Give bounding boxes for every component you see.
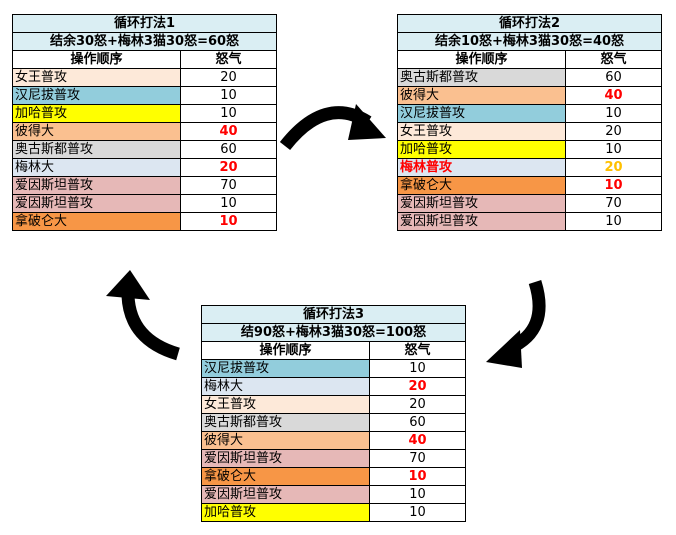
action-name: 梅林大 bbox=[12, 158, 181, 177]
action-name: 奥古斯都普攻 bbox=[201, 413, 370, 432]
rage-value: 10 bbox=[179, 86, 278, 105]
rage-value: 10 bbox=[564, 212, 663, 231]
action-name: 汉尼拔普攻 bbox=[397, 104, 566, 123]
action-name: 拿破仑大 bbox=[397, 176, 566, 195]
rage-value: 60 bbox=[179, 140, 278, 159]
column-header-rage: 怒气 bbox=[368, 341, 467, 360]
rage-value: 20 bbox=[368, 395, 467, 414]
action-name: 梅林大 bbox=[201, 377, 370, 396]
action-name: 爱因斯坦普攻 bbox=[201, 449, 370, 468]
arrow-2-to-3-icon bbox=[486, 280, 546, 368]
column-header-rage: 怒气 bbox=[564, 50, 663, 69]
rage-value: 20 bbox=[564, 122, 663, 141]
action-name: 加哈普攻 bbox=[397, 140, 566, 159]
rage-value: 60 bbox=[368, 413, 467, 432]
table-title: 循环打法2 bbox=[396, 14, 663, 33]
action-name: 汉尼拔普攻 bbox=[201, 359, 370, 378]
rage-value: 60 bbox=[564, 68, 663, 87]
column-header-order: 操作顺序 bbox=[12, 50, 181, 69]
rage-value: 20 bbox=[179, 68, 278, 87]
table-title: 循环打法1 bbox=[11, 14, 278, 33]
rage-value: 10 bbox=[179, 212, 278, 231]
rage-value: 70 bbox=[179, 176, 278, 195]
table-subtitle: 结余10怒+梅林3猫30怒=40怒 bbox=[396, 32, 663, 51]
rage-value: 40 bbox=[368, 431, 467, 450]
rage-value: 70 bbox=[368, 449, 467, 468]
rage-value: 10 bbox=[564, 176, 663, 195]
action-name: 女王普攻 bbox=[12, 68, 181, 87]
table-title: 循环打法3 bbox=[200, 305, 467, 324]
action-name: 彼得大 bbox=[397, 86, 566, 105]
action-name: 女王普攻 bbox=[201, 395, 370, 414]
table-subtitle: 结90怒+梅林3猫30怒=100怒 bbox=[200, 323, 467, 342]
rage-value: 20 bbox=[179, 158, 278, 177]
rage-value: 10 bbox=[179, 104, 278, 123]
action-name: 梅林普攻 bbox=[397, 158, 566, 177]
rage-value: 10 bbox=[179, 194, 278, 213]
action-name: 爱因斯坦普攻 bbox=[12, 194, 181, 213]
column-header-rage: 怒气 bbox=[179, 50, 278, 69]
action-name: 加哈普攻 bbox=[201, 503, 370, 522]
column-header-order: 操作顺序 bbox=[201, 341, 370, 360]
table-subtitle: 结余30怒+梅林3猫30怒=60怒 bbox=[11, 32, 278, 51]
rage-value: 10 bbox=[564, 140, 663, 159]
action-name: 爱因斯坦普攻 bbox=[397, 212, 566, 231]
rage-value: 70 bbox=[564, 194, 663, 213]
action-name: 奥古斯都普攻 bbox=[397, 68, 566, 87]
rage-value: 10 bbox=[368, 485, 467, 504]
arrow-1-to-2-icon bbox=[279, 104, 386, 151]
arrow-3-to-1-icon bbox=[106, 270, 180, 361]
action-name: 拿破仑大 bbox=[201, 467, 370, 486]
rage-value: 40 bbox=[179, 122, 278, 141]
action-name: 爱因斯坦普攻 bbox=[397, 194, 566, 213]
action-name: 加哈普攻 bbox=[12, 104, 181, 123]
rage-value: 10 bbox=[368, 503, 467, 522]
action-name: 汉尼拔普攻 bbox=[12, 86, 181, 105]
action-name: 彼得大 bbox=[201, 431, 370, 450]
rage-value: 20 bbox=[368, 377, 467, 396]
rage-value: 10 bbox=[368, 359, 467, 378]
action-name: 奥古斯都普攻 bbox=[12, 140, 181, 159]
rage-value: 20 bbox=[564, 158, 663, 177]
action-name: 彼得大 bbox=[12, 122, 181, 141]
action-name: 女王普攻 bbox=[397, 122, 566, 141]
rage-value: 40 bbox=[564, 86, 663, 105]
rage-value: 10 bbox=[564, 104, 663, 123]
action-name: 拿破仑大 bbox=[12, 212, 181, 231]
column-header-order: 操作顺序 bbox=[397, 50, 566, 69]
action-name: 爱因斯坦普攻 bbox=[201, 485, 370, 504]
action-name: 爱因斯坦普攻 bbox=[12, 176, 181, 195]
rage-value: 10 bbox=[368, 467, 467, 486]
